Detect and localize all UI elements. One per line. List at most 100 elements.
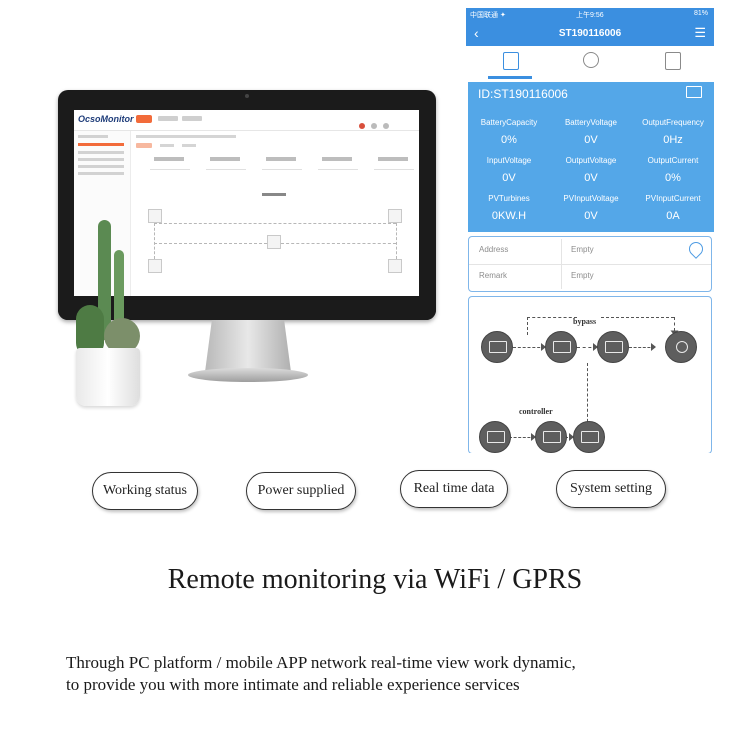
inverter-icon	[545, 331, 577, 363]
sidebar-heading	[78, 135, 108, 138]
web-flow-line	[396, 223, 397, 259]
web-diagram-title	[262, 193, 286, 196]
flow-line	[509, 437, 535, 438]
monitor-icon[interactable]	[686, 86, 702, 98]
bypass-label: bypass	[573, 317, 597, 326]
metric-value: 0%	[665, 172, 681, 184]
sidebar-item-active[interactable]	[78, 143, 124, 146]
web-stat	[378, 157, 408, 161]
charge-controller-icon	[535, 421, 567, 453]
flow-arrow	[531, 433, 536, 441]
metric-label: PVTurbines	[488, 194, 530, 203]
web-stat-divider	[318, 169, 358, 170]
web-stat-divider	[150, 169, 190, 170]
metric-label: PVInputVoltage	[563, 194, 619, 203]
app-tab-bar	[466, 46, 714, 80]
flow-arrow	[541, 343, 546, 351]
remark-field[interactable]: Empty	[571, 271, 594, 280]
status-time: 上午9:56	[576, 12, 604, 19]
metric-label: OutputCurrent	[647, 156, 699, 165]
mobile-app-screen: 中国联通 ✦ 上午9:56 81% ‹ ST190116006 ☰ ID:ST1…	[466, 8, 714, 453]
monitor-base	[188, 368, 308, 382]
flow-arrow	[569, 433, 574, 441]
metric-value: 0A	[666, 210, 680, 222]
web-tab-active[interactable]	[136, 115, 152, 123]
solar-panel-icon	[479, 421, 511, 453]
calendar-icon[interactable]	[665, 52, 681, 70]
flow-arrow	[651, 343, 656, 351]
chevron-left-icon[interactable]: ‹	[474, 25, 479, 41]
card-divider	[469, 264, 711, 265]
web-stat	[154, 157, 184, 161]
metric-value: 0Hz	[663, 134, 683, 146]
web-grid-node-icon	[148, 209, 162, 223]
battery-level: 81%	[693, 10, 708, 17]
address-label: Address	[479, 245, 509, 254]
web-flow-line	[154, 243, 267, 244]
plant-pot	[76, 348, 140, 406]
web-stat	[322, 157, 352, 161]
battery-icon	[573, 421, 605, 453]
web-stat	[210, 157, 240, 161]
map-pin-icon[interactable]	[686, 239, 706, 259]
web-subtab[interactable]	[160, 144, 174, 147]
sidebar-item[interactable]	[78, 165, 124, 168]
metric-value: 0V	[584, 172, 598, 184]
web-header-tools[interactable]	[359, 116, 409, 129]
document-icon[interactable]	[503, 52, 519, 70]
ac-input-icon	[481, 331, 513, 363]
controller-label: controller	[519, 407, 553, 416]
monitor-stand	[205, 320, 291, 372]
real-time-data-button[interactable]: Real time data	[400, 470, 508, 508]
flow-arrow	[593, 343, 598, 351]
web-tab[interactable]	[182, 116, 202, 121]
metric-value: 0V	[584, 134, 598, 146]
metric-value: 0%	[501, 134, 517, 146]
web-tower-node-icon	[388, 209, 402, 223]
status-bar: 中国联通 ✦ 上午9:56 81%	[466, 8, 714, 22]
flow-line	[629, 347, 655, 348]
sidebar-item[interactable]	[78, 151, 124, 154]
web-app-header: OcsoMonitor	[74, 110, 419, 131]
power-supplied-button[interactable]: Power supplied	[246, 472, 356, 510]
web-subtab-active[interactable]	[136, 143, 152, 148]
metric-label: BatteryCapacity	[480, 118, 538, 127]
metric-label: OutputFrequency	[642, 118, 704, 127]
sidebar-item[interactable]	[78, 172, 124, 175]
hamburger-icon[interactable]: ☰	[694, 25, 706, 40]
description: Through PC platform / mobile APP network…	[66, 652, 746, 696]
device-title: ST190116006	[558, 28, 622, 39]
power-flow-diagram: bypass controller	[468, 296, 712, 453]
web-flow-line	[154, 223, 155, 259]
address-field[interactable]: Empty	[571, 245, 594, 254]
web-flow-line	[281, 243, 396, 244]
metric-value: 0KW.H	[491, 210, 527, 222]
headline: Remote monitoring via WiFi / GPRS	[167, 564, 583, 595]
monitor-screen: OcsoMonitor	[74, 110, 419, 296]
flow-line	[513, 347, 545, 348]
flow-line	[527, 317, 577, 318]
light-bulb-icon	[665, 331, 697, 363]
flow-line	[577, 347, 597, 348]
monitor-chin	[58, 300, 436, 320]
metric-label: InputVoltage	[486, 156, 532, 165]
cactus-stem	[114, 250, 124, 340]
system-setting-button[interactable]: System setting	[556, 470, 666, 508]
address-card: Address Empty Remark Empty	[468, 236, 712, 292]
inverter-output-icon	[597, 331, 629, 363]
metric-label: PVInputCurrent	[645, 194, 701, 203]
webcam-dot	[245, 94, 249, 98]
working-status-button[interactable]: Working status	[92, 472, 198, 510]
fan-icon[interactable]	[583, 52, 599, 68]
flow-line	[674, 317, 675, 331]
web-subtab[interactable]	[182, 144, 196, 147]
web-tab[interactable]	[158, 116, 178, 121]
device-info-panel: ID:ST190116006 BatteryCapacity 0% Batter…	[468, 82, 714, 232]
metric-value: 0V	[584, 210, 598, 222]
web-flow-line	[154, 223, 396, 224]
sidebar-item[interactable]	[78, 158, 124, 161]
flow-line	[601, 317, 674, 318]
metric-label: BatteryVoltage	[564, 118, 618, 127]
web-battery-node-icon	[148, 259, 162, 273]
carrier-text: 中国联通 ✦	[470, 12, 506, 19]
